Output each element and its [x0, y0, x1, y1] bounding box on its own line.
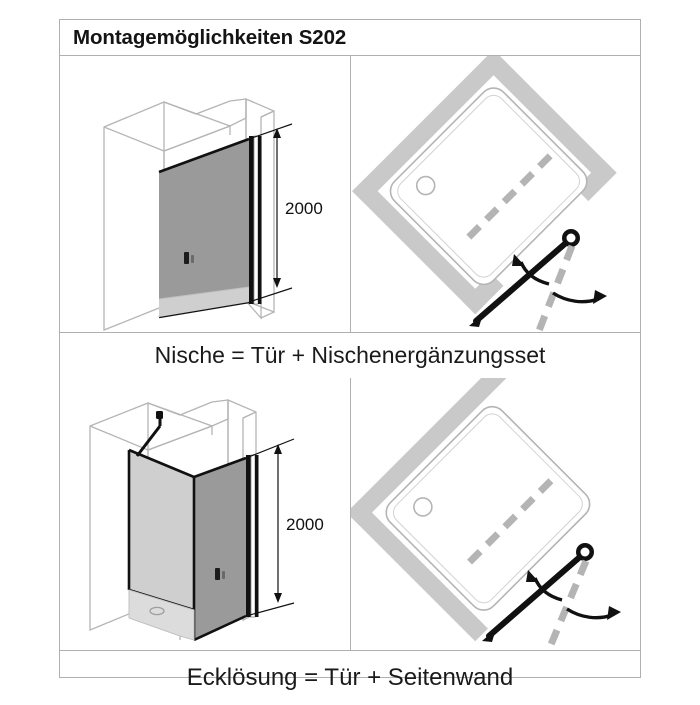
row-niche-drawings: 2000 — [60, 56, 640, 332]
corner-caption: Ecklösung = Tür + Seitenwand — [186, 664, 514, 691]
door-handle-icon — [215, 568, 225, 580]
sheet-title-row: Montagemöglichkeiten S202 — [60, 20, 640, 56]
plan-swing-dashed — [534, 244, 576, 332]
niche-hinge-profile — [249, 135, 262, 305]
corner-dimension — [245, 438, 295, 617]
plan-swing-arrows — [526, 570, 621, 620]
corner-isometric-drawing: 2000 — [89, 399, 324, 642]
corner-dimension-label: 2000 — [286, 515, 324, 534]
niche-caption: Nische = Tür + Nischenergänzungsset — [154, 342, 546, 368]
plan-shower-tray — [385, 405, 591, 611]
niche-plan-drawing — [352, 56, 617, 332]
plan-door-leaf — [482, 553, 584, 642]
niche-isometric-cell: 2000 — [60, 56, 351, 332]
plan-shower-tray — [389, 87, 588, 286]
row-corner-drawings: 2000 — [60, 378, 640, 650]
corner-caption-row: Ecklösung = Tür + Seitenwand — [60, 650, 640, 705]
door-handle-icon — [184, 252, 194, 264]
corner-shower-tray — [128, 589, 195, 641]
niche-dimension — [248, 123, 293, 303]
page-title: Montagemöglichkeiten S202 — [73, 25, 347, 49]
plan-hinge-icon — [562, 229, 580, 247]
corner-isometric-cell: 2000 — [60, 378, 351, 650]
plan-drain-icon — [413, 497, 433, 517]
diagram-sheet: Montagemöglichkeiten S202 — [59, 19, 641, 691]
plan-swing-dashed — [544, 559, 590, 650]
corner-drain-icon — [149, 606, 165, 616]
niche-isometric-drawing: 2000 — [103, 98, 323, 331]
plan-drain-icon — [415, 175, 436, 196]
corner-plan-drawing — [351, 378, 621, 650]
plan-door-leaf — [469, 239, 570, 327]
plan-walls — [351, 378, 508, 642]
plan-hinge-icon — [576, 543, 594, 561]
corner-side-panel — [127, 448, 195, 612]
niche-plan-cell — [351, 56, 640, 332]
corner-glass-door — [192, 456, 247, 642]
corner-plan-cell — [351, 378, 640, 650]
niche-caption-row: Nische = Tür + Nischenergänzungsset — [60, 332, 640, 378]
plan-door-open-dashed — [466, 151, 555, 240]
plan-swing-arrows — [512, 254, 607, 304]
corner-hinge-profile — [246, 454, 259, 618]
niche-glass-door — [158, 137, 250, 319]
stabilizer-bar — [135, 411, 163, 457]
plan-walls — [352, 56, 617, 315]
niche-dimension-label: 2000 — [285, 199, 323, 218]
